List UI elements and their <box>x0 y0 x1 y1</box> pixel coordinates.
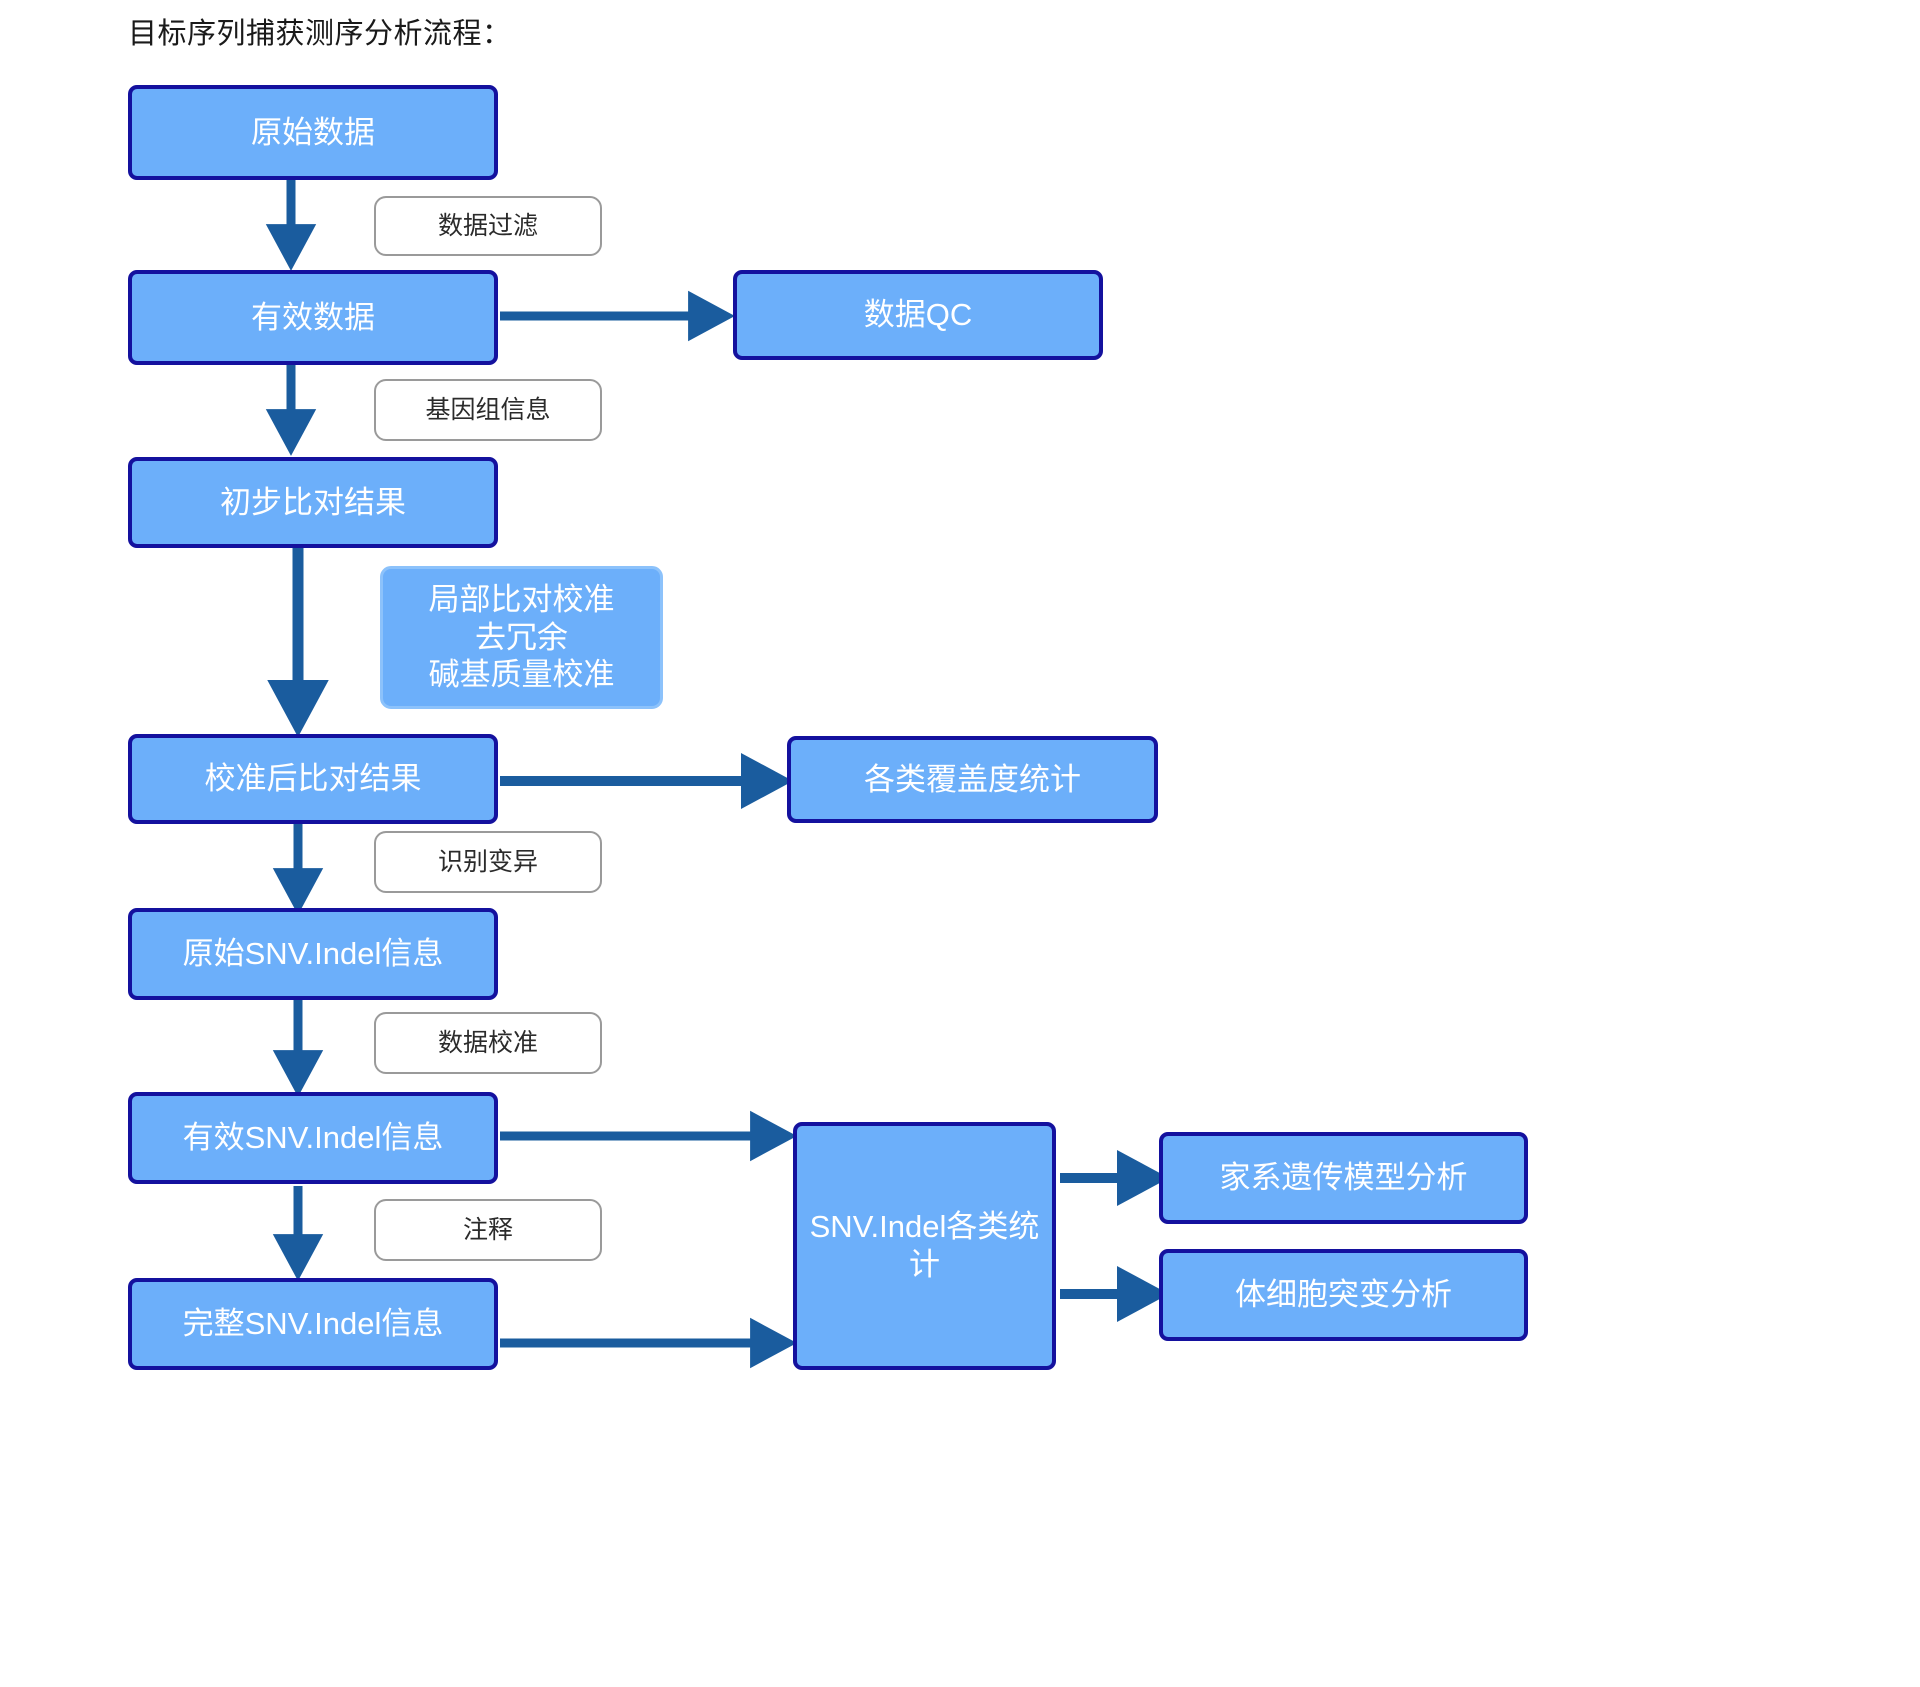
node-initial-align-label: 初步比对结果 <box>220 484 406 520</box>
node-calibrated-align[interactable]: 校准后比对结果 <box>128 734 498 824</box>
node-initial-align[interactable]: 初步比对结果 <box>128 457 498 548</box>
edge-label-genome-info: 基因组信息 <box>374 379 602 441</box>
node-realign-steps-label: 局部比对校准 去冗余 碱基质量校准 <box>428 581 615 693</box>
node-valid-data[interactable]: 有效数据 <box>128 270 498 365</box>
node-coverage-stats-label: 各类覆盖度统计 <box>864 761 1081 797</box>
node-full-snv-indel-label: 完整SNV.Indel信息 <box>182 1306 444 1342</box>
page-title: 目标序列捕获测序分析流程： <box>128 18 512 50</box>
node-raw-data[interactable]: 原始数据 <box>128 85 498 180</box>
node-data-qc[interactable]: 数据QC <box>733 270 1103 360</box>
edge-label-genome-info-text: 基因组信息 <box>425 395 551 424</box>
edge-label-recalibrate: 数据校准 <box>374 1012 602 1074</box>
node-raw-snv-indel-label: 原始SNV.Indel信息 <box>182 936 444 972</box>
edge-label-filter-text: 数据过滤 <box>437 211 538 240</box>
node-somatic-analysis-label: 体细胞突变分析 <box>1235 1277 1452 1313</box>
edge-label-annotate: 注释 <box>374 1199 602 1261</box>
node-snv-indel-stats-label: SNV.Indel各类统计 <box>809 1209 1040 1282</box>
node-valid-data-label: 有效数据 <box>251 299 375 335</box>
node-realign-steps[interactable]: 局部比对校准 去冗余 碱基质量校准 <box>380 566 663 709</box>
node-valid-snv-indel[interactable]: 有效SNV.Indel信息 <box>128 1092 498 1184</box>
edge-label-call-variant-text: 识别变异 <box>437 847 538 876</box>
node-pedigree-analysis[interactable]: 家系遗传模型分析 <box>1159 1132 1528 1224</box>
edge-label-call-variant: 识别变异 <box>374 831 602 893</box>
edge-label-recalibrate-text: 数据校准 <box>437 1028 538 1057</box>
node-coverage-stats[interactable]: 各类覆盖度统计 <box>787 736 1158 823</box>
node-calibrated-align-label: 校准后比对结果 <box>204 761 422 797</box>
node-pedigree-analysis-label: 家系遗传模型分析 <box>1219 1160 1468 1196</box>
node-full-snv-indel[interactable]: 完整SNV.Indel信息 <box>128 1278 498 1370</box>
node-valid-snv-indel-label: 有效SNV.Indel信息 <box>182 1120 444 1156</box>
edge-label-filter: 数据过滤 <box>374 196 602 256</box>
node-snv-indel-stats[interactable]: SNV.Indel各类统计 <box>793 1122 1056 1370</box>
edge-label-annotate-text: 注释 <box>462 1215 513 1244</box>
node-raw-data-label: 原始数据 <box>251 114 375 150</box>
node-somatic-analysis[interactable]: 体细胞突变分析 <box>1159 1249 1528 1341</box>
node-raw-snv-indel[interactable]: 原始SNV.Indel信息 <box>128 908 498 1000</box>
node-data-qc-label: 数据QC <box>863 297 973 333</box>
